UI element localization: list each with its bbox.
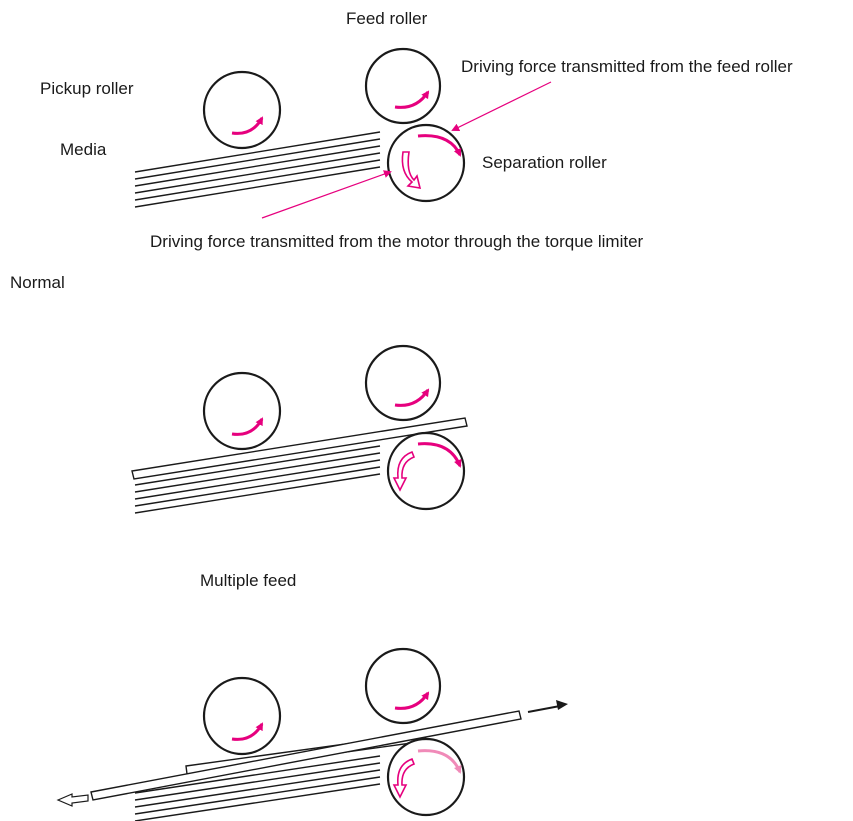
force-feed-leader bbox=[451, 81, 552, 131]
multiple-feed-section-label: Multiple feed bbox=[200, 571, 297, 590]
separation-reverse-arrow bbox=[401, 151, 422, 189]
feed-roller-multi bbox=[364, 647, 442, 725]
pickup-rotation-arrow bbox=[231, 116, 264, 135]
top-sheet-forward-arrow bbox=[527, 705, 561, 713]
media-label: Media bbox=[60, 140, 107, 159]
force-motor-label: Driving force transmitted from the motor… bbox=[150, 232, 644, 251]
force-feed-label: Driving force transmitted from the feed … bbox=[461, 57, 793, 76]
force-motor-leader bbox=[261, 170, 392, 219]
media-stack bbox=[134, 131, 381, 208]
section-multiple-feed bbox=[56, 647, 568, 821]
media-stack-normal bbox=[134, 445, 381, 514]
second-sheet-back-arrow bbox=[56, 793, 89, 807]
feed-roller-label: Feed roller bbox=[346, 9, 428, 28]
feed-roller bbox=[364, 47, 442, 125]
top-sheet bbox=[90, 710, 522, 801]
section-normal bbox=[131, 344, 468, 514]
section-top bbox=[134, 47, 552, 219]
separation-roller-normal bbox=[386, 431, 466, 511]
pickup-roller-normal bbox=[202, 371, 282, 451]
separation-roller-multi bbox=[386, 737, 466, 817]
pickup-roller-multi bbox=[202, 676, 282, 756]
media-stack-multi bbox=[134, 755, 381, 821]
fed-sheet bbox=[131, 417, 468, 480]
feed-rotation-arrow bbox=[394, 90, 430, 109]
feed-roller-normal bbox=[364, 344, 442, 422]
pickup-roller-label: Pickup roller bbox=[40, 79, 134, 98]
separation-roller bbox=[386, 123, 466, 203]
pickup-roller bbox=[202, 70, 282, 150]
separation-roller-label: Separation roller bbox=[482, 153, 607, 172]
normal-section-label: Normal bbox=[10, 273, 65, 292]
separation-forward-arrow bbox=[417, 134, 462, 157]
